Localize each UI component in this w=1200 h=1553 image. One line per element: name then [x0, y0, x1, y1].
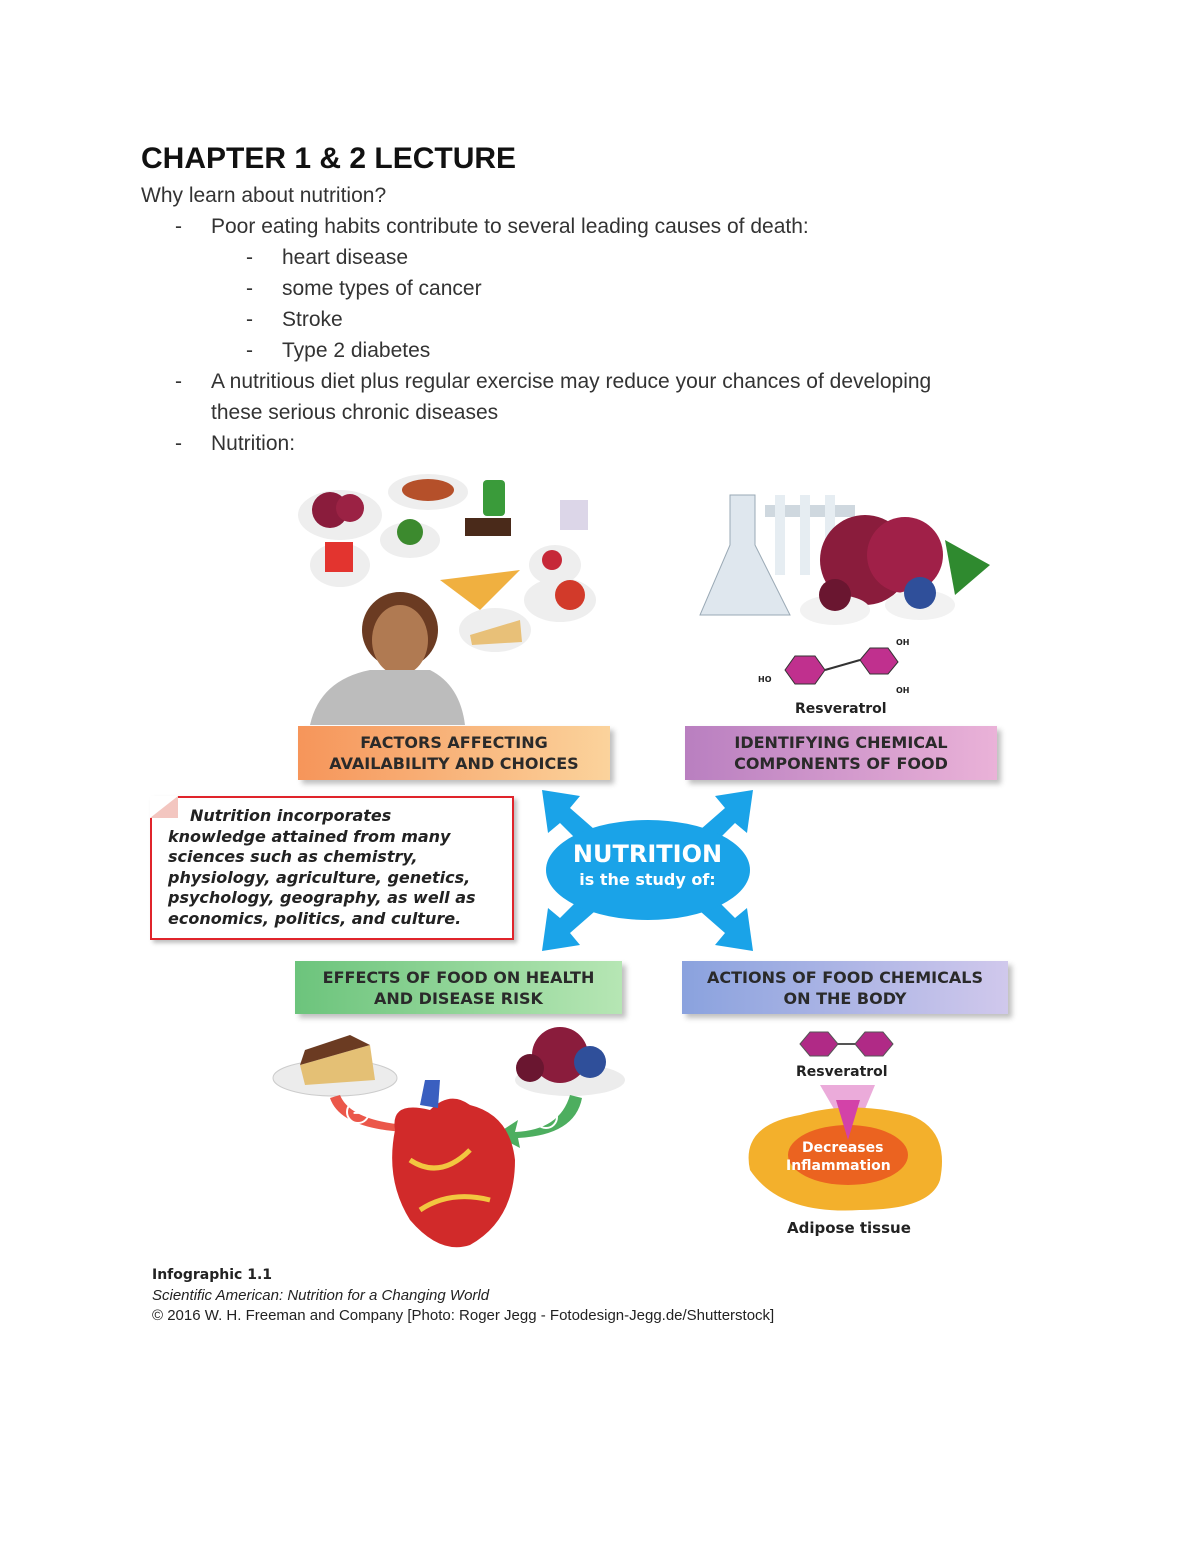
- resveratrol-label: Resveratrol: [796, 1064, 888, 1080]
- nutrition-center-shape: [542, 790, 753, 951]
- effects-line: EFFECTS OF FOOD ON HEALTH: [322, 967, 595, 987]
- bullet-dash: -: [175, 215, 182, 238]
- bullet-dash: -: [246, 277, 253, 300]
- nutrition-subtitle: is the study of:: [579, 870, 716, 889]
- note-line: psychology, geography, as well as: [168, 888, 476, 907]
- adipose-label: Adipose tissue: [787, 1219, 911, 1237]
- bullet-text: A nutritious diet plus regular exercise …: [211, 370, 932, 393]
- resveratrol-label: Resveratrol: [795, 701, 887, 717]
- inflammation-label: Inflammation: [786, 1158, 891, 1174]
- page-title: CHAPTER 1 & 2 LECTURE: [141, 142, 517, 175]
- identifying-line: IDENTIFYING CHEMICAL: [734, 733, 948, 752]
- bullet-dash: -: [175, 432, 182, 455]
- factors-box: FACTORS AFFECTING AVAILABILITY AND CHOICE…: [298, 726, 610, 780]
- caption-label: Infographic 1.1: [152, 1267, 273, 1283]
- decreases-label: Decreases: [802, 1140, 884, 1156]
- factors-line: AVAILABILITY AND CHOICES: [329, 754, 579, 773]
- intro-text: Why learn about nutrition?: [141, 184, 387, 207]
- effects-line: AND DISEASE RISK: [374, 988, 543, 1008]
- minus-icon: −: [352, 1103, 366, 1122]
- oh-label: OH: [896, 638, 910, 647]
- actions-line: ACTIONS OF FOOD CHEMICALS: [707, 967, 983, 987]
- note-line: economics, politics, and culture.: [168, 908, 462, 928]
- bullet-dash: -: [246, 246, 253, 269]
- note-line: knowledge attained from many: [168, 826, 451, 846]
- food-thoughts-illustration: [298, 474, 596, 725]
- bullet-text: Poor eating habits contribute to several…: [211, 215, 809, 238]
- identifying-line: COMPONENTS OF FOOD: [734, 754, 948, 773]
- identifying-box: IDENTIFYING CHEMICAL COMPONENTS OF FOOD: [685, 726, 997, 780]
- bullet-text: Nutrition:: [211, 432, 296, 455]
- note-box: Nutrition incorporates knowledge attaine…: [150, 796, 514, 940]
- bullet-dash: -: [246, 339, 253, 362]
- sub-bullet: some types of cancer: [282, 277, 482, 300]
- lab-glassware-berries-illustration: [699, 494, 990, 625]
- sub-bullet: Type 2 diabetes: [282, 339, 431, 362]
- caption-copyright: © 2016 W. H. Freeman and Company [Photo:…: [152, 1307, 775, 1324]
- bullet-text-continued: these serious chronic diseases: [211, 401, 499, 424]
- note-line: Nutrition incorporates: [190, 806, 392, 825]
- adipose-illustration: [748, 1031, 942, 1211]
- oh-label: OH: [896, 686, 910, 695]
- bullet-dash: -: [246, 308, 253, 331]
- note-line: sciences such as chemistry,: [168, 847, 418, 866]
- caption-source: Scientific American: Nutrition for a Cha…: [152, 1287, 490, 1304]
- heart-food-illustration: [272, 1027, 625, 1248]
- note-line: physiology, agriculture, genetics,: [168, 867, 471, 887]
- plus-icon: +: [540, 1107, 554, 1126]
- resveratrol-molecule: [784, 647, 899, 685]
- nutrition-title: NUTRITION: [572, 840, 723, 868]
- bullet-dash: -: [175, 370, 182, 393]
- sub-bullet: heart disease: [282, 246, 409, 269]
- actions-line: ON THE BODY: [783, 988, 907, 1008]
- factors-line: FACTORS AFFECTING: [360, 733, 548, 752]
- ho-label: HO: [758, 675, 772, 684]
- sub-bullet: Stroke: [282, 308, 343, 331]
